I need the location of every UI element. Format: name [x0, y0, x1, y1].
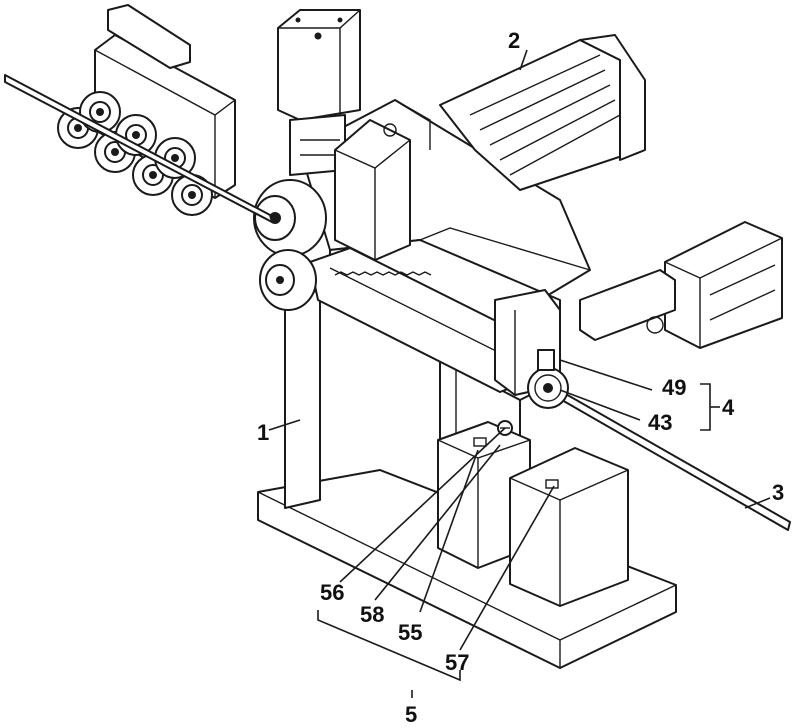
- feed-rollers: [253, 179, 327, 311]
- collection-bin-front: [509, 447, 629, 607]
- callout-57: 57: [445, 650, 469, 675]
- vertical-cylinder: [277, 9, 361, 176]
- callout-49: 49: [662, 375, 686, 400]
- cutter-block: [334, 119, 411, 261]
- callout-1: 1: [257, 420, 269, 445]
- straightening-rollers: [57, 91, 213, 216]
- sensor-wheel: [527, 349, 569, 409]
- callout-4: 4: [722, 395, 735, 420]
- callout-5: 5: [405, 702, 417, 727]
- callout-56: 56: [320, 580, 344, 605]
- callout-55: 55: [398, 620, 422, 645]
- callout-58: 58: [360, 602, 384, 627]
- motor: [439, 34, 646, 191]
- callout-43: 43: [648, 410, 672, 435]
- wire: [4, 74, 791, 531]
- callout-2: 2: [508, 28, 520, 53]
- base-plate: [257, 469, 677, 669]
- callout-3: 3: [772, 480, 784, 505]
- straightener-plate: [94, 4, 236, 199]
- side-cylinder: [579, 221, 783, 349]
- callouts: 2 1 3 49 43 4 56 58 55 57 5: [257, 28, 784, 727]
- leader-lines: [268, 49, 771, 698]
